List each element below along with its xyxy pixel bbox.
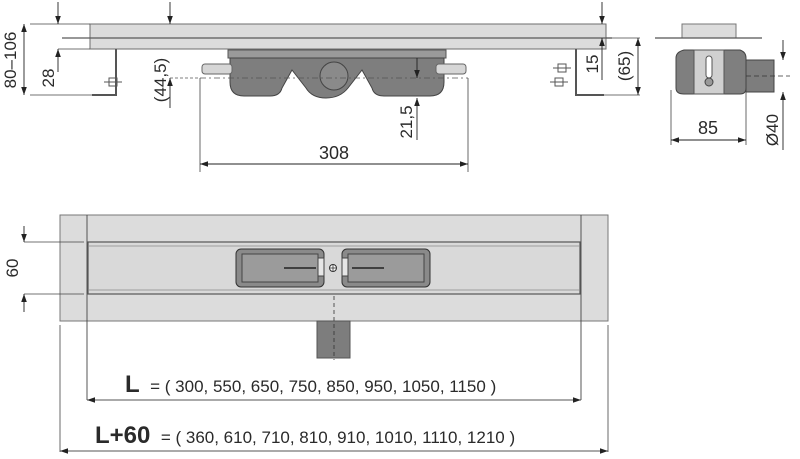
right-clip xyxy=(341,248,431,288)
top-view: 60 L = ( 300, 550, 650, 750, 850, 950, 1… xyxy=(3,214,609,454)
left-clip xyxy=(235,248,325,288)
dim-60: 60 xyxy=(3,259,22,278)
dim-28: 28 xyxy=(39,69,58,88)
length-L60-label: L+60 xyxy=(95,422,150,449)
left-bracket xyxy=(92,49,117,96)
dim-308: 308 xyxy=(319,143,349,163)
center-screw-icon xyxy=(329,264,337,272)
drain-body xyxy=(200,49,468,99)
outlet-pipe xyxy=(745,59,775,93)
left-bolt-icon xyxy=(104,77,122,87)
end-view: 85 Ø40 xyxy=(655,23,790,150)
dim-65: (65) xyxy=(615,51,634,81)
dim-85: 85 xyxy=(698,118,718,138)
dim-44-5: (44,5) xyxy=(151,58,170,102)
dim-15: 15 xyxy=(583,55,602,74)
length-L60-values: = ( 360, 610, 710, 810, 910, 1010, 1110,… xyxy=(161,428,515,447)
length-L-formula: L = ( 300, 550, 650, 750, 850, 950, 1050… xyxy=(125,371,496,398)
outlet-pipe-top xyxy=(316,320,351,359)
length-L60-formula: L+60 = ( 360, 610, 710, 810, 910, 1010, … xyxy=(95,422,515,449)
right-bolt-icon xyxy=(553,63,571,73)
dim-total-height: 80–106 xyxy=(1,32,20,89)
length-L-label: L xyxy=(125,371,140,398)
dim-21-5: 21,5 xyxy=(397,105,416,138)
dim-outlet-diameter: Ø40 xyxy=(763,114,782,146)
channel-profile xyxy=(89,23,607,50)
length-L-values: = ( 300, 550, 650, 750, 850, 950, 1050, … xyxy=(150,377,496,396)
side-view: 80–106 28 (44,5) 21,5 308 15 (65) xyxy=(1,2,641,172)
right-bracket xyxy=(575,49,604,96)
